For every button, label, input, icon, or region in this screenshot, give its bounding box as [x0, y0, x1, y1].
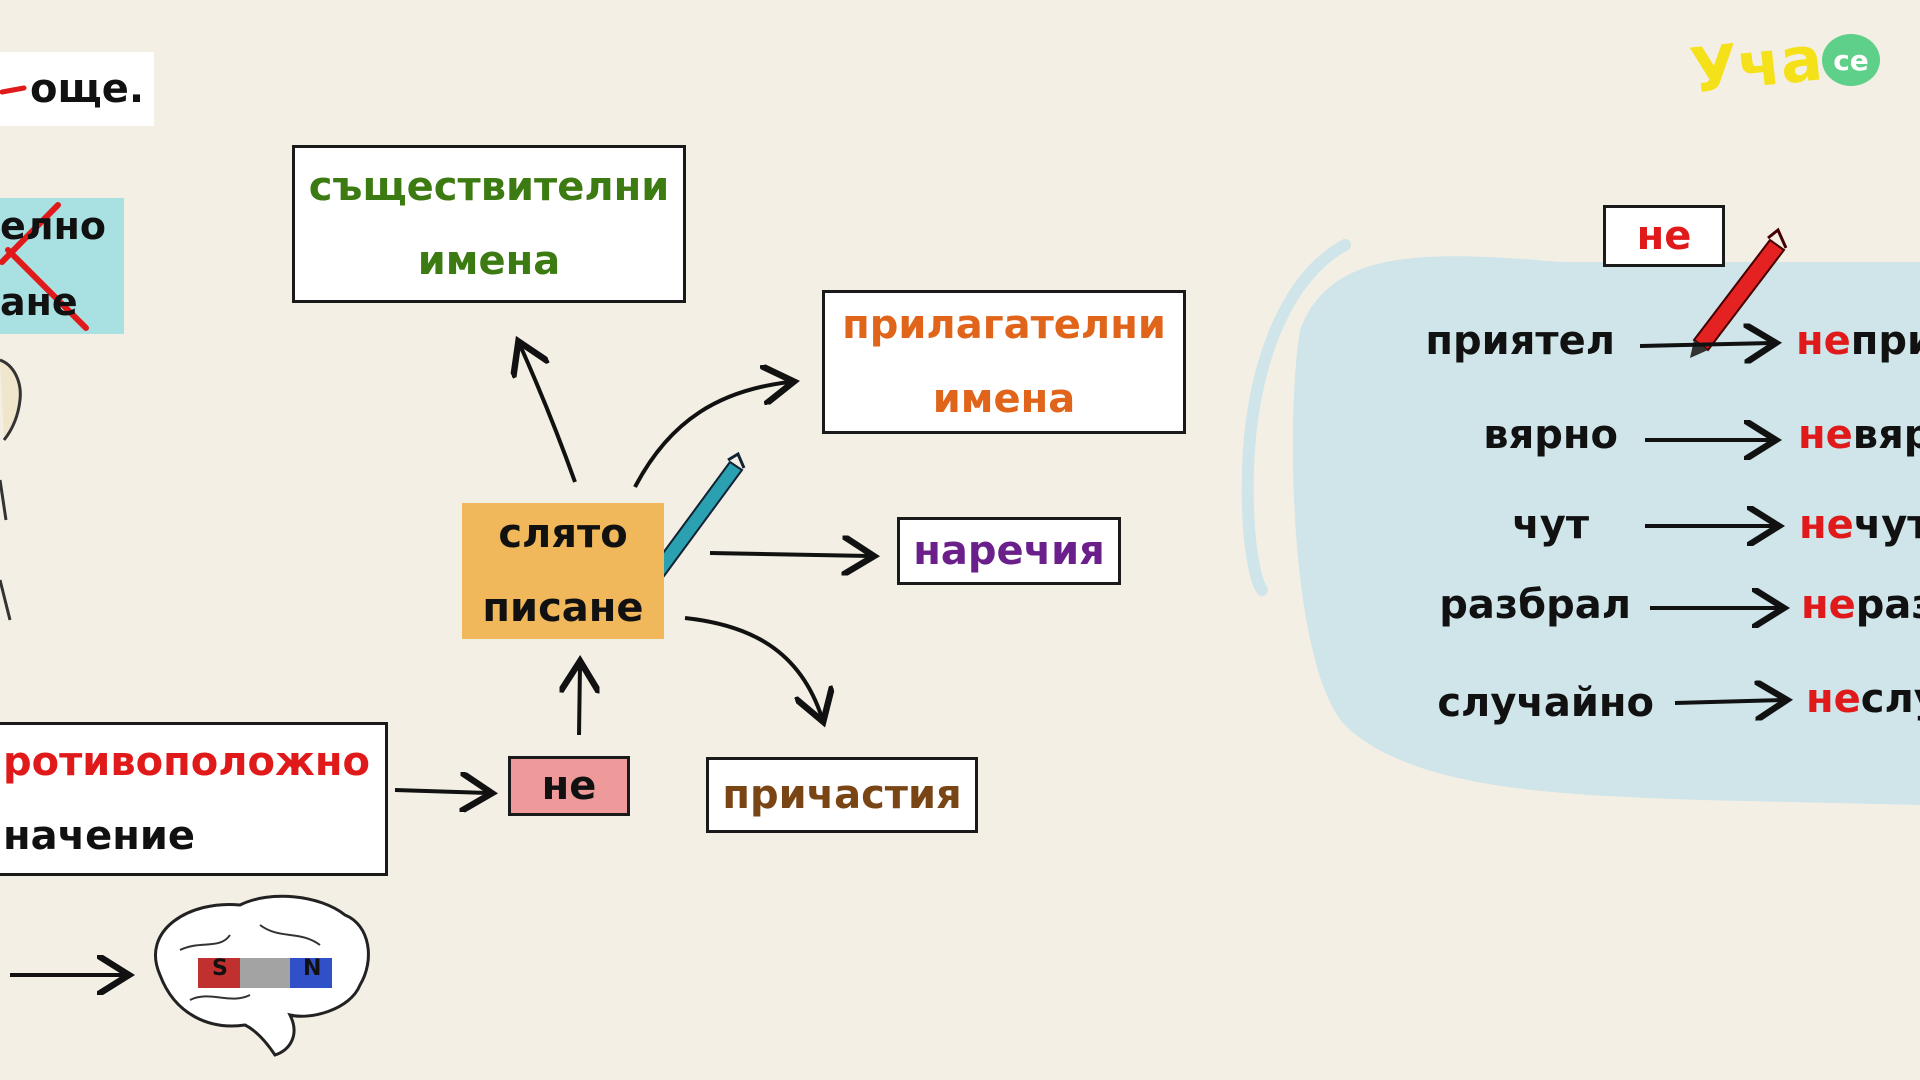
result-prefix-5: не: [1806, 676, 1861, 722]
arrow-to-adjectives: [633, 382, 790, 488]
example-word-3: чут: [1512, 502, 1589, 548]
note-line-2: ане: [0, 280, 78, 324]
result-prefix-1: не: [1796, 318, 1851, 364]
result-prefix-4: не: [1801, 582, 1856, 628]
arrow-ne-to-center: [579, 665, 580, 736]
result-rest-4: раз: [1855, 582, 1920, 628]
ne-label: не: [541, 763, 597, 809]
participles-node: причастия: [706, 757, 978, 833]
adverbs-node: наречия: [897, 517, 1121, 585]
cross-mark-2: [0, 202, 61, 265]
example-word-4: разбрал: [1439, 582, 1631, 628]
result-rest-2: вяр: [1852, 412, 1920, 458]
logo-text: Уча: [1686, 21, 1826, 108]
arrow-to-adverbs: [709, 553, 870, 556]
example-result-3: нечут: [1799, 502, 1920, 548]
opposite-line-1: ротивоположно: [3, 739, 370, 785]
strike-mark: [0, 85, 27, 95]
adjectives-line-2: имена: [932, 376, 1076, 422]
logo[interactable]: Уча се: [1687, 21, 1890, 108]
opposite-line-2: начение: [3, 813, 196, 859]
result-rest-1: при: [1850, 318, 1920, 364]
blob-swoosh: [1241, 239, 1351, 596]
adjectives-node: прилагателни имена: [822, 290, 1186, 434]
participles-label: причастия: [722, 772, 962, 818]
brain-icon: [153, 894, 370, 1057]
arrow-opposite-to-ne: [394, 790, 488, 793]
result-rest-3: чут: [1853, 502, 1920, 548]
logo-suffix-bubble: се: [1822, 34, 1880, 86]
center-node-merged-writing: слято писане: [462, 503, 664, 639]
arrow-to-participles: [684, 616, 822, 718]
pen-icon-examples: [1690, 227, 1788, 358]
arrow-to-nouns: [520, 345, 577, 483]
ne-node: не: [508, 756, 630, 816]
cross-mark: [5, 247, 89, 331]
example-result-5: неслу: [1806, 676, 1920, 722]
opposite-meaning-box: ротивоположно начение: [0, 722, 388, 876]
body-sketch: [0, 479, 12, 621]
examples-ne-tag: не: [1603, 205, 1725, 267]
nouns-line-2: имена: [417, 238, 561, 284]
center-line-1: слято: [498, 511, 628, 557]
center-line-2: писане: [482, 585, 644, 631]
example-result-2: невяр: [1798, 412, 1920, 458]
adverbs-label: наречия: [913, 528, 1105, 574]
magnet-n-label: N: [303, 956, 322, 981]
examples-tag-label: не: [1636, 213, 1692, 259]
adjectives-line-1: прилагателни: [842, 302, 1166, 348]
example-word-2: вярно: [1483, 412, 1618, 458]
example-word-1: приятел: [1425, 318, 1615, 364]
logo-suffix: се: [1833, 43, 1869, 77]
nouns-line-1: съществителни: [308, 164, 670, 210]
note-line-1: елно: [0, 204, 106, 248]
example-arrow-5: [1674, 700, 1783, 703]
head-sketch: [0, 358, 22, 441]
result-prefix-3: не: [1799, 502, 1854, 548]
nouns-node: съществителни имена: [292, 145, 686, 303]
examples-blob: [1292, 256, 1920, 805]
result-rest-5: слу: [1860, 676, 1920, 722]
top-left-text: още.: [30, 66, 145, 112]
example-word-5: случайно: [1437, 680, 1654, 726]
magnet-s-label: S: [212, 956, 228, 981]
example-result-4: нераз: [1801, 582, 1920, 628]
example-arrow-1: [1639, 343, 1772, 346]
result-prefix-2: не: [1798, 412, 1853, 458]
